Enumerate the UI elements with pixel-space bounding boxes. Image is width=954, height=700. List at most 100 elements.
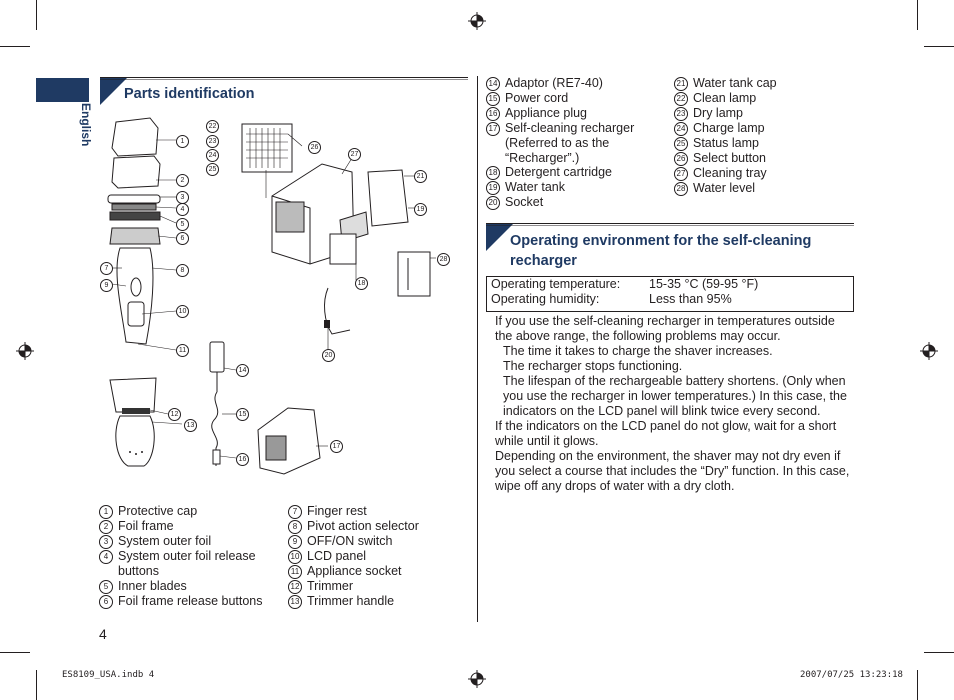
env-row-humidity: Operating humidity: Less than 95% (487, 292, 853, 307)
item-number: 13 (288, 595, 302, 609)
item-label: System outer foil release buttons (118, 549, 256, 578)
crop-mark (917, 670, 918, 700)
callout-26: 26 (308, 141, 321, 154)
callout-16: 16 (236, 453, 249, 466)
note-paragraph: If the indicators on the LCD panel do no… (495, 419, 837, 448)
item-label: Appliance socket (307, 564, 402, 578)
item-label: Clean lamp (693, 91, 757, 105)
callout-13: 13 (184, 419, 197, 432)
item-label: Water level (693, 181, 756, 195)
item-label: Pivot action selector (307, 519, 419, 533)
footer-timestamp: 2007/07/25 13:23:18 (800, 670, 903, 680)
item-number: 24 (674, 122, 688, 136)
item-label: Water tank (505, 180, 565, 195)
callout-17: 17 (330, 440, 343, 453)
list-item: 8 Pivot action selector (288, 519, 468, 534)
item-label: Self-cleaning recharger (Referred to as … (505, 121, 635, 165)
parts-heading: Parts identification (124, 86, 255, 102)
item-label: Cleaning tray (693, 166, 767, 180)
crop-mark (924, 46, 954, 47)
crop-mark (36, 670, 37, 700)
env-key: Operating humidity: (491, 292, 600, 306)
item-label: Select button (693, 151, 766, 165)
registration-mark-icon (920, 342, 938, 360)
list-item: 14 Adaptor (RE7-40) (486, 76, 666, 91)
item-number: 2 (99, 520, 113, 534)
item-label: Power cord (505, 91, 569, 105)
crop-mark (0, 46, 30, 47)
shaver-parts-illustration (107, 117, 183, 467)
item-number: 8 (288, 520, 302, 534)
list-item: 17 Self-cleaning recharger (Referred to a… (486, 121, 666, 165)
list-item: 13 Trimmer handle (288, 594, 468, 609)
callout-1: 1 (176, 135, 189, 148)
callout-21: 21 (414, 170, 427, 183)
language-tab (36, 78, 89, 102)
footer-file-info: ES8109_USA.indb 4 (62, 670, 155, 680)
registration-mark-icon (468, 12, 486, 30)
registration-mark-icon (468, 670, 486, 688)
item-number: 22 (674, 92, 688, 106)
item-label: Protective cap (118, 504, 198, 518)
crop-mark (917, 0, 918, 30)
list-item: 27 Cleaning tray (674, 166, 854, 181)
item-number: 6 (99, 594, 113, 609)
item-number: 18 (486, 166, 500, 181)
list-item: 19 Water tank (486, 180, 666, 196)
item-number: 27 (674, 167, 688, 181)
callout-12: 12 (168, 408, 181, 421)
list-item: 24 Charge lamp (674, 121, 854, 136)
callout-20: 20 (322, 349, 335, 362)
list-item: 28 Water level (674, 181, 854, 196)
callout-22: 22 (206, 120, 219, 133)
callout-28: 28 (437, 253, 450, 266)
item-number: 19 (486, 181, 500, 196)
item-label: Finger rest (307, 504, 367, 518)
item-label: Inner blades (118, 578, 187, 593)
callout-24: 24 (206, 149, 219, 162)
item-label: Detergent cartridge (505, 165, 613, 180)
callout-8: 8 (176, 264, 189, 277)
note-bullet: The time it takes to charge the shaver i… (503, 344, 773, 358)
registration-mark-icon (16, 342, 34, 360)
item-label: Adaptor (RE7-40) (505, 76, 603, 90)
callout-25: 25 (206, 163, 219, 176)
list-item: 6 Foil frame release buttons (99, 594, 279, 609)
item-number: 26 (674, 152, 688, 166)
item-label: Charge lamp (693, 121, 765, 135)
item-label: Appliance plug (505, 106, 588, 120)
note-bullet: The lifespan of the rechargeable battery… (503, 374, 847, 418)
item-number: 3 (99, 535, 113, 549)
item-label: Trimmer handle (307, 594, 395, 608)
crop-mark (0, 652, 30, 653)
callout-6: 6 (176, 232, 189, 245)
crop-mark (924, 652, 954, 653)
item-number: 12 (288, 580, 302, 594)
item-number: 14 (486, 77, 500, 91)
item-label: Water tank cap (693, 76, 777, 90)
note-bullet: The recharger stops functioning. (503, 359, 683, 373)
callout-4: 4 (176, 203, 189, 216)
adaptor-illustration (209, 341, 328, 475)
item-number: 28 (674, 182, 688, 196)
note-paragraph: If you use the self-cleaning recharger i… (495, 314, 835, 343)
callout-14: 14 (236, 364, 249, 377)
callout-9: 9 (100, 279, 113, 292)
callout-7: 7 (100, 262, 113, 275)
item-number: 1 (99, 505, 113, 519)
item-label: Foil frame release buttons (118, 593, 263, 608)
item-number: 17 (486, 122, 500, 136)
